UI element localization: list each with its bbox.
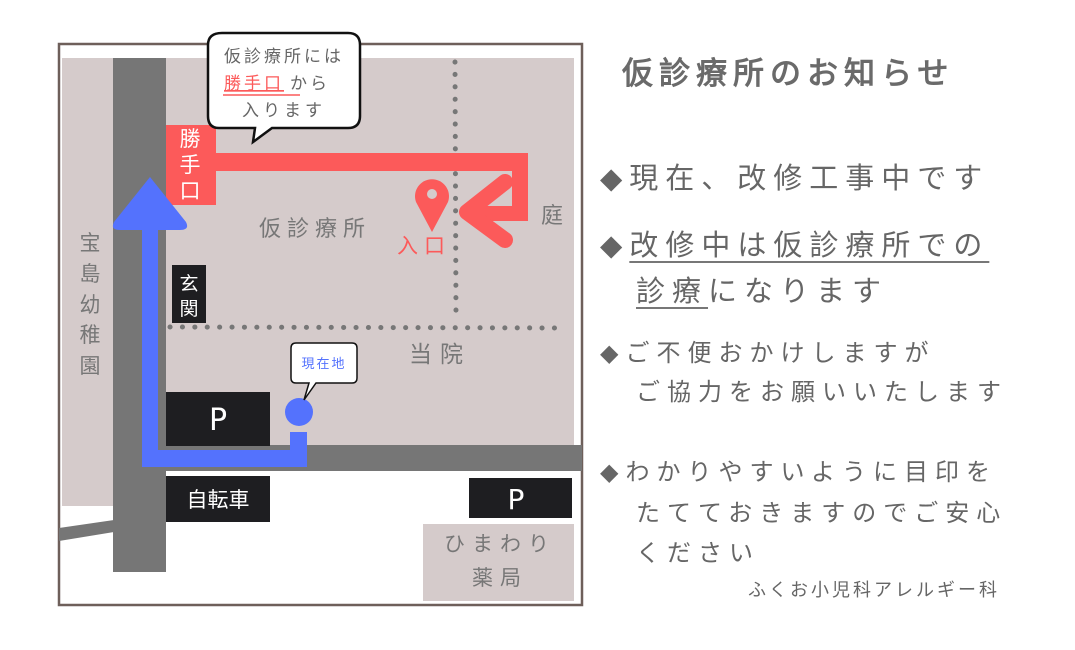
kindergarten-area xyxy=(62,58,114,506)
text: になります xyxy=(708,274,889,308)
svg-text:自転車: 自転車 xyxy=(187,488,250,512)
location-pin-icon xyxy=(415,179,449,232)
notice-item-2-line-1: ◆改修中は仮診療所での xyxy=(600,222,989,264)
bullet: ◆ xyxy=(600,228,630,262)
svg-text:稚: 稚 xyxy=(80,323,101,347)
clinic-name: ふくお小児科アレルギー科 xyxy=(748,580,1000,601)
notice-item-3-line-2: ご協力をお願いいたします xyxy=(636,378,1008,406)
current-location-callout: 現在地 xyxy=(290,342,358,401)
current-location-dot xyxy=(285,398,313,426)
underlined-text: 改修中は仮診療所での xyxy=(629,228,990,262)
notice-item-4-line-2: たてておきますのでご安心 xyxy=(636,499,1008,527)
callout-bubble: 仮診療所には 勝手口 から 入ります xyxy=(206,31,362,145)
clinic-map: 勝 手 口 入口 仮診療所には 勝手口 から 入ります 宝 島 幼 稚 園 仮診… xyxy=(57,31,584,607)
svg-text:から: から xyxy=(290,74,330,94)
pharmacy: ひまわり 薬局 xyxy=(423,524,574,601)
svg-text:島: 島 xyxy=(80,262,101,286)
svg-text:口: 口 xyxy=(180,179,201,203)
svg-text:P: P xyxy=(209,403,227,438)
parking-clinic: P xyxy=(166,392,270,446)
our-clinic-label: 当院 xyxy=(409,342,471,368)
side-entrance-label: 勝 手 口 xyxy=(180,127,201,203)
main-road-vertical xyxy=(113,58,166,572)
svg-text:ひまわり: ひまわり xyxy=(444,532,556,556)
svg-text:玄: 玄 xyxy=(179,273,198,295)
svg-text:関: 関 xyxy=(179,298,198,320)
notice-item-4-line-3: ください xyxy=(636,539,760,567)
entrance-label: 入口 xyxy=(397,234,451,258)
svg-text:手: 手 xyxy=(180,153,201,177)
svg-text:薬局: 薬局 xyxy=(472,566,528,590)
svg-text:幼: 幼 xyxy=(80,293,101,317)
svg-text:園: 園 xyxy=(80,354,101,378)
notice-title: 仮診療所のお知らせ xyxy=(622,56,955,92)
temporary-clinic-label: 仮診療所 xyxy=(259,217,371,242)
svg-text:宝: 宝 xyxy=(80,231,101,255)
parking-pharmacy: P xyxy=(469,478,572,518)
underlined-text: 診療 xyxy=(636,274,709,308)
notice-item-4-line-1: ◆わかりやすいように目印を xyxy=(600,458,997,486)
svg-text:P: P xyxy=(508,483,525,516)
svg-text:仮診療所には: 仮診療所には xyxy=(224,47,344,67)
route-from-current-location xyxy=(112,177,313,467)
garden-label: 庭 xyxy=(541,204,563,229)
side-entrance-route xyxy=(166,125,528,248)
kindergarten-label: 宝 島 幼 稚 園 xyxy=(80,231,101,378)
notice-item-3-line-1: ◆ご不便おかけしますが xyxy=(600,339,936,367)
svg-text:勝手口: 勝手口 xyxy=(224,74,284,94)
notice-item-2-line-2: 診療になります xyxy=(636,268,888,310)
svg-text:現在地: 現在地 xyxy=(301,357,346,372)
front-door-label: 玄 関 xyxy=(172,265,206,323)
bicycle-parking: 自転車 xyxy=(166,476,270,522)
svg-text:勝: 勝 xyxy=(180,127,201,151)
svg-text:入ります: 入ります xyxy=(242,101,326,121)
notice-item-1: ◆現在、改修工事中です xyxy=(600,161,990,195)
side-road xyxy=(59,520,114,541)
dotted-lines xyxy=(167,59,563,331)
